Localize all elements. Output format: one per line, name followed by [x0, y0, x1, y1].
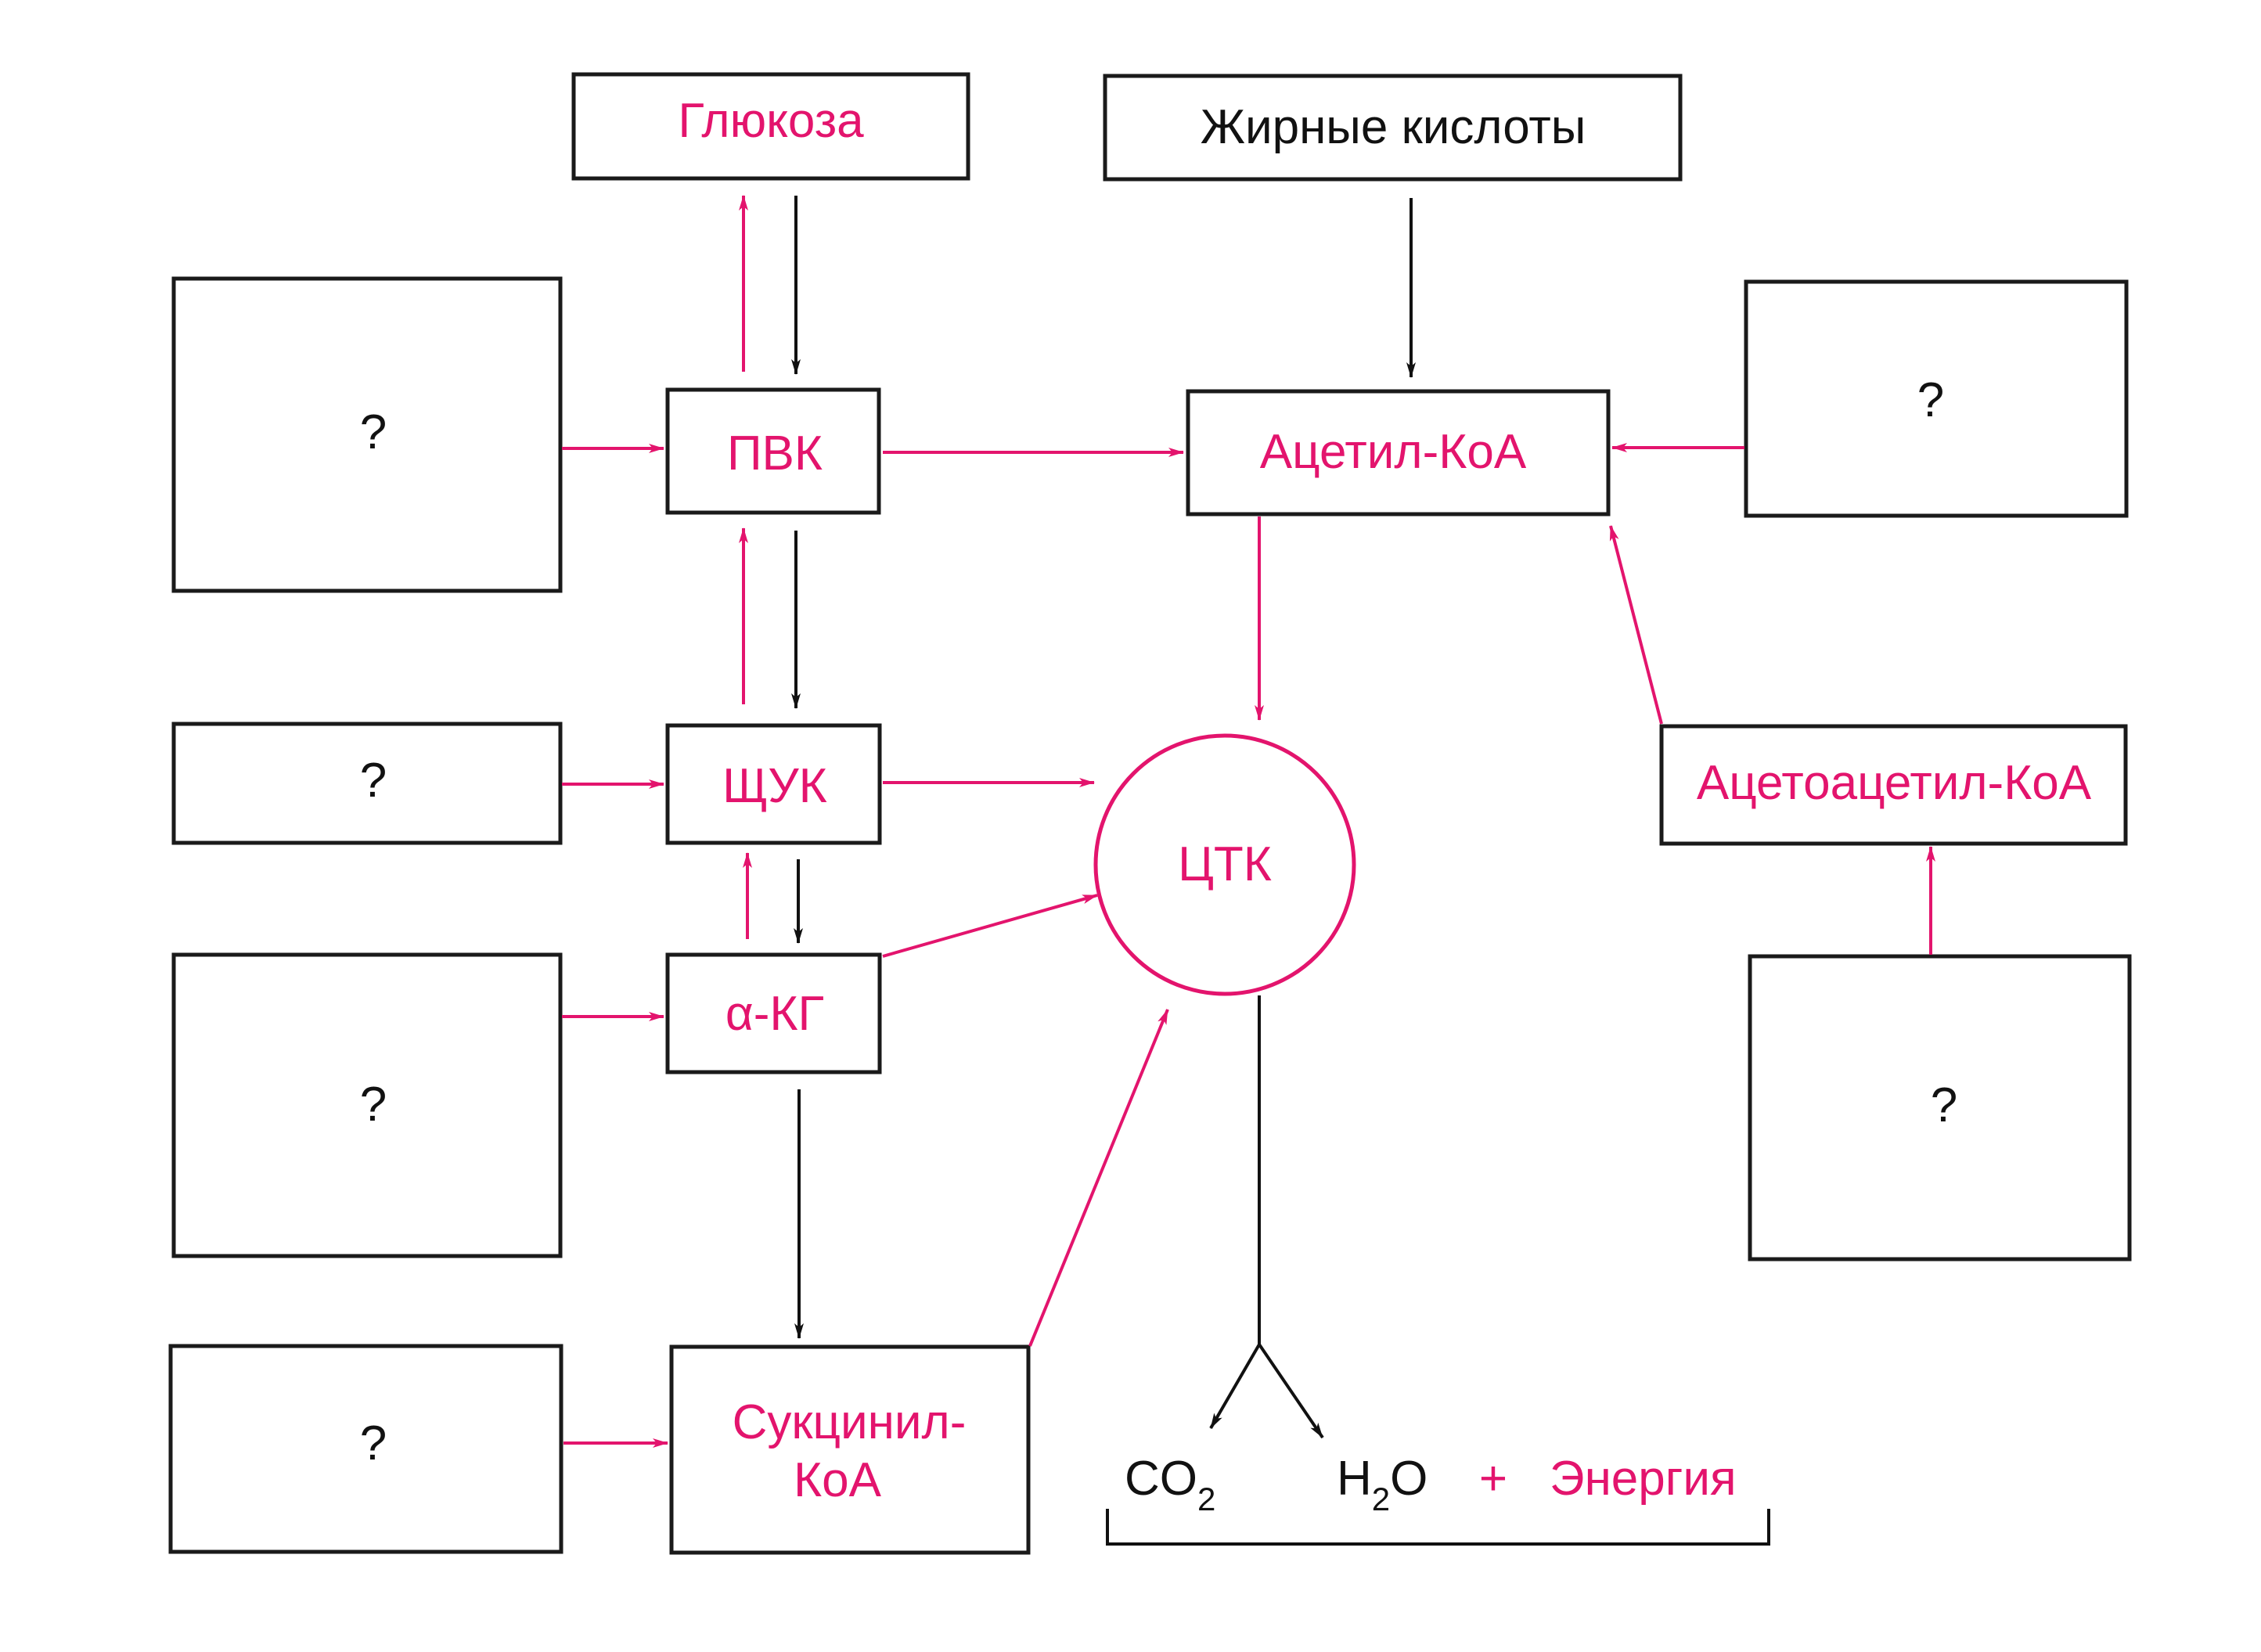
succinyl-coa-node: Сукцинил- КоА [669, 1344, 1031, 1555]
unknown-label-left-1: ? [360, 405, 387, 459]
unknown-label-left-4: ? [360, 1416, 387, 1470]
unknown-label-left-3: ? [360, 1078, 387, 1132]
arrow-to-h2o [1258, 1343, 1324, 1439]
tca-label: ЦТК [1178, 837, 1272, 891]
co2-label: CO2 [1125, 1452, 1215, 1517]
products-bracket [1106, 1509, 1770, 1546]
h2o-label: H2O [1337, 1452, 1428, 1517]
unknown-box-left-4: ? [168, 1344, 563, 1554]
fatty-acids-node: Жирные кислоты [1103, 74, 1683, 182]
unknown-label-right-1: ? [1917, 373, 1944, 427]
arrows [562, 195, 1935, 1448]
unknown-label-left-2: ? [360, 754, 387, 808]
fatty-acids-label: Жирные кислоты [1201, 100, 1586, 154]
pvk-label: ПВК [727, 426, 823, 480]
akg-label: α-КГ [725, 987, 824, 1041]
unknown-box-left-1: ? [171, 276, 563, 593]
succinyl-coa-label-line2: КоА [794, 1453, 882, 1507]
energy-label: Энергия [1550, 1452, 1737, 1506]
arrow-succinyl-to-tca [1028, 1009, 1169, 1347]
unknown-box-right-1: ? [1744, 279, 2129, 518]
unknown-box-right-2: ? [1748, 954, 2132, 1261]
unknown-box-left-2: ? [171, 722, 563, 845]
products: CO2 H2O + Энергия [1106, 1452, 1770, 1546]
pvk-node: ПВК [665, 387, 881, 515]
shchuk-label: ЩУК [722, 759, 827, 813]
glucose-label: Глюкоза [678, 94, 864, 148]
glucose-node: Глюкоза [571, 72, 970, 181]
arrow-to-co2 [1209, 1343, 1261, 1430]
arrow-akg-to-tca [882, 894, 1098, 958]
acetoacetyl-coa-node: Ацетоацетил-КоА [1659, 724, 2128, 846]
acetoacetyl-coa-label: Ацетоацетил-КоА [1697, 756, 2092, 810]
acetyl-coa-label: Ацетил-КоА [1260, 425, 1527, 479]
arrow-acetoacetyl-to-acetyl-coa [1609, 525, 1663, 725]
shchuk-node: ЩУК [665, 723, 882, 845]
tca-cycle-node: ЦТК [1093, 733, 1356, 996]
acetyl-coa-node: Ацетил-КоА [1186, 389, 1611, 516]
plus-sign: + [1479, 1452, 1507, 1506]
unknown-box-left-3: ? [171, 952, 563, 1258]
unknown-label-right-2: ? [1931, 1078, 1957, 1132]
succinyl-coa-label-line1: Сукцинил- [733, 1395, 967, 1449]
akg-node: α-КГ [665, 952, 882, 1074]
